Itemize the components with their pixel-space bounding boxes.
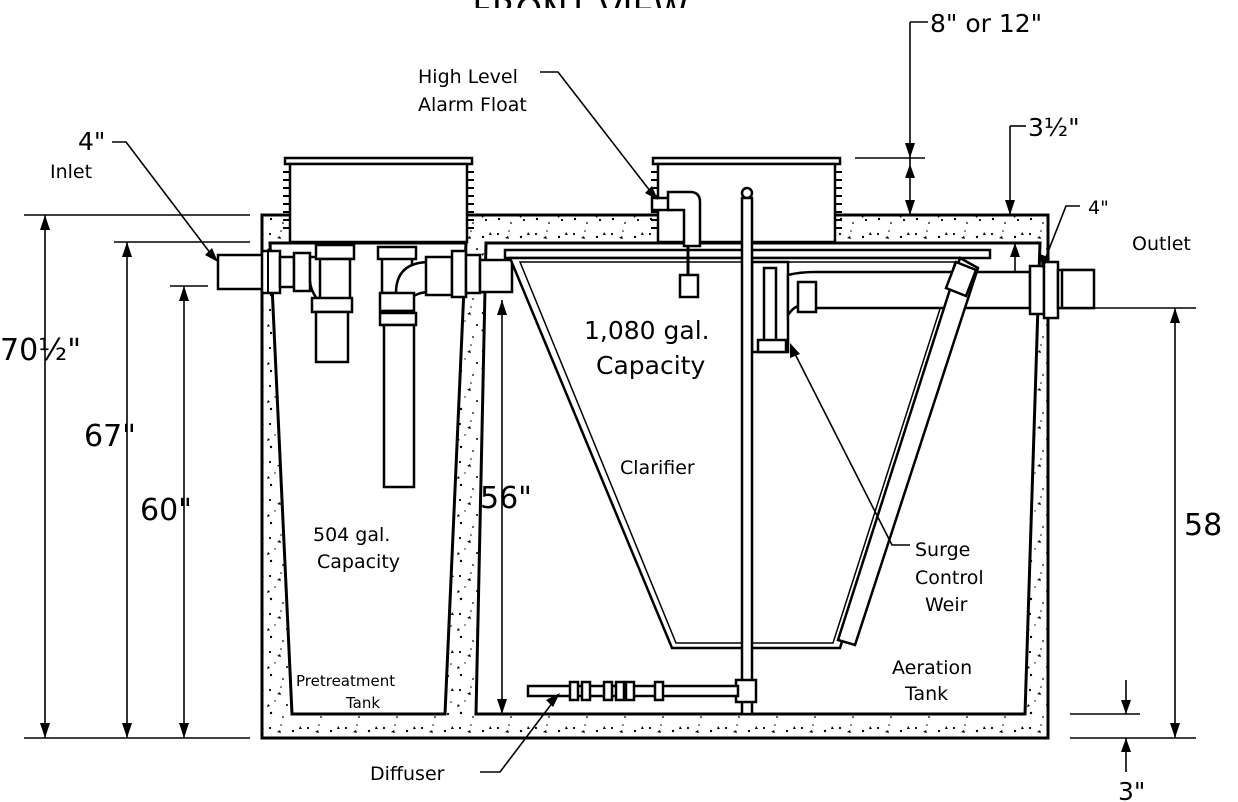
inlet-size-label: 4" xyxy=(78,127,105,156)
liquid-height-dim: 60" xyxy=(140,493,192,528)
inlet-piping xyxy=(216,243,514,489)
surge-label-3: Weir xyxy=(925,594,968,616)
lid-thickness-label: 3½" xyxy=(1028,113,1080,142)
clarifier-capacity-2: Capacity xyxy=(596,351,705,380)
dimension-lines xyxy=(24,21,1196,773)
surge-label-1: Surge xyxy=(915,539,970,561)
overall-height-dim: 70½" xyxy=(0,333,81,368)
outlet-label: Outlet xyxy=(1132,233,1191,255)
air-line-and-diffuser xyxy=(526,186,758,716)
floor-thickness-dim: 3" xyxy=(1118,777,1145,802)
alarm-float xyxy=(650,190,702,299)
aeration-tank-label-1: Aeration xyxy=(892,657,972,679)
pretreatment-tank-label-2: Tank xyxy=(345,694,380,712)
clarifier-label: Clarifier xyxy=(620,457,695,479)
surge-label-2: Control xyxy=(915,567,984,589)
clarifier-capacity-1: 1,080 gal. xyxy=(584,316,710,345)
pretreatment-capacity-2: Capacity xyxy=(317,551,400,573)
page-title: FRONT VIEW xyxy=(472,0,687,31)
outlet-height-dim: 58 xyxy=(1184,508,1222,543)
pretreatment-cavity xyxy=(268,241,468,716)
pretreatment-capacity-1: 504 gal. xyxy=(313,524,390,546)
riser-height-label: 8" or 12" xyxy=(930,9,1042,38)
outlet-size-label: 4" xyxy=(1088,197,1109,219)
left-riser xyxy=(283,156,474,244)
aeration-tank-label-2: Tank xyxy=(904,683,948,705)
alarm-float-label-1: High Level xyxy=(418,66,518,88)
top-title-clip: FRONT VIEW xyxy=(472,0,687,31)
diffuser-label: Diffuser xyxy=(370,763,445,785)
pretreatment-tank-label-1: Pretreatment xyxy=(296,672,395,690)
outlet-piping xyxy=(750,256,1096,647)
labels: 8" or 12" 3½" High Level Alarm Float 4" … xyxy=(0,9,1222,802)
inlet-label: Inlet xyxy=(50,161,92,183)
clarifier-depth-dim: 56" xyxy=(480,481,532,516)
alarm-float-label-2: Alarm Float xyxy=(418,94,527,116)
inlet-height-dim: 67" xyxy=(84,419,136,454)
